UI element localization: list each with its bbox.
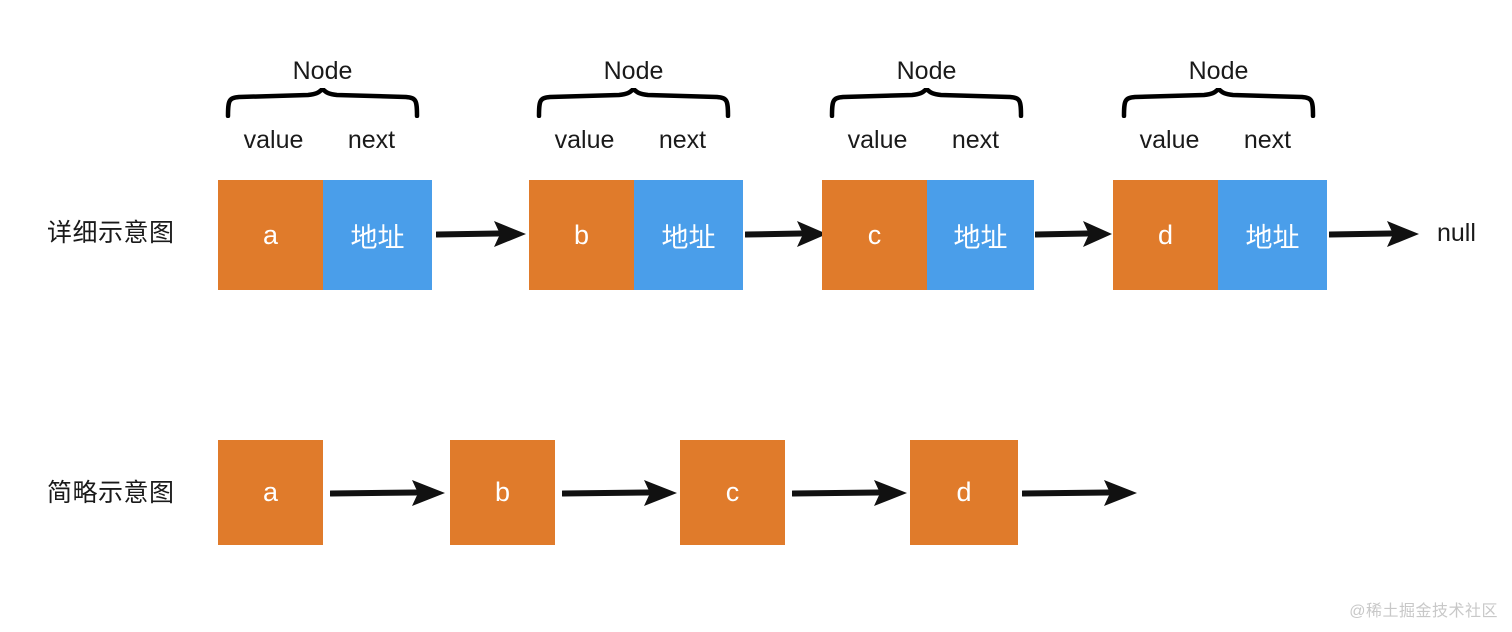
watermark-label: @稀土掘金技术社区 [1349,603,1498,620]
simple-node-1-box: a [218,440,323,545]
field-label-value-4: value [1139,126,1200,154]
node-2-next-cell: 地址 [634,180,743,290]
node-brace-3 [829,88,1024,118]
node-title-3: Node [896,57,957,85]
field-label-next-4: next [1243,126,1292,154]
node-title-1: Node [292,57,353,85]
node-4-value-cell: d [1113,180,1218,290]
field-label-value-3: value [847,126,908,154]
field-label-next-2: next [658,126,707,154]
node-title-4: Node [1188,57,1249,85]
node-3-next-cell: 地址 [927,180,1034,290]
simple-node-2-box: b [450,440,555,545]
field-label-value-1: value [243,126,304,154]
field-label-next-3: next [951,126,1000,154]
arrow-node2-to-node3 [745,221,827,247]
node-title-2: Node [603,57,664,85]
node-1-next-cell: 地址 [323,180,432,290]
node-1-value-cell: a [218,180,323,290]
simple-node-3-box: c [680,440,785,545]
node-3-value-cell: c [822,180,927,290]
null-terminator-label: null [1437,219,1476,247]
field-label-value-2: value [554,126,615,154]
node-brace-4 [1121,88,1316,118]
node-brace-2 [536,88,731,118]
node-4-next-cell: 地址 [1218,180,1327,290]
arrow-simple-4-to-end [1022,480,1137,506]
arrow-simple-3-to-4 [792,480,907,506]
arrow-simple-1-to-2 [330,480,445,506]
row-label-simple: 简略示意图 [47,479,175,507]
arrow-node1-to-node2 [436,221,526,247]
simple-node-4-box: d [910,440,1018,545]
arrow-node3-to-node4 [1035,221,1112,247]
row-label-detailed: 详细示意图 [47,219,175,247]
arrow-node4-to-null [1329,221,1419,247]
arrow-simple-2-to-3 [562,480,677,506]
node-2-value-cell: b [529,180,634,290]
node-brace-1 [225,88,420,118]
field-label-next-1: next [347,126,396,154]
